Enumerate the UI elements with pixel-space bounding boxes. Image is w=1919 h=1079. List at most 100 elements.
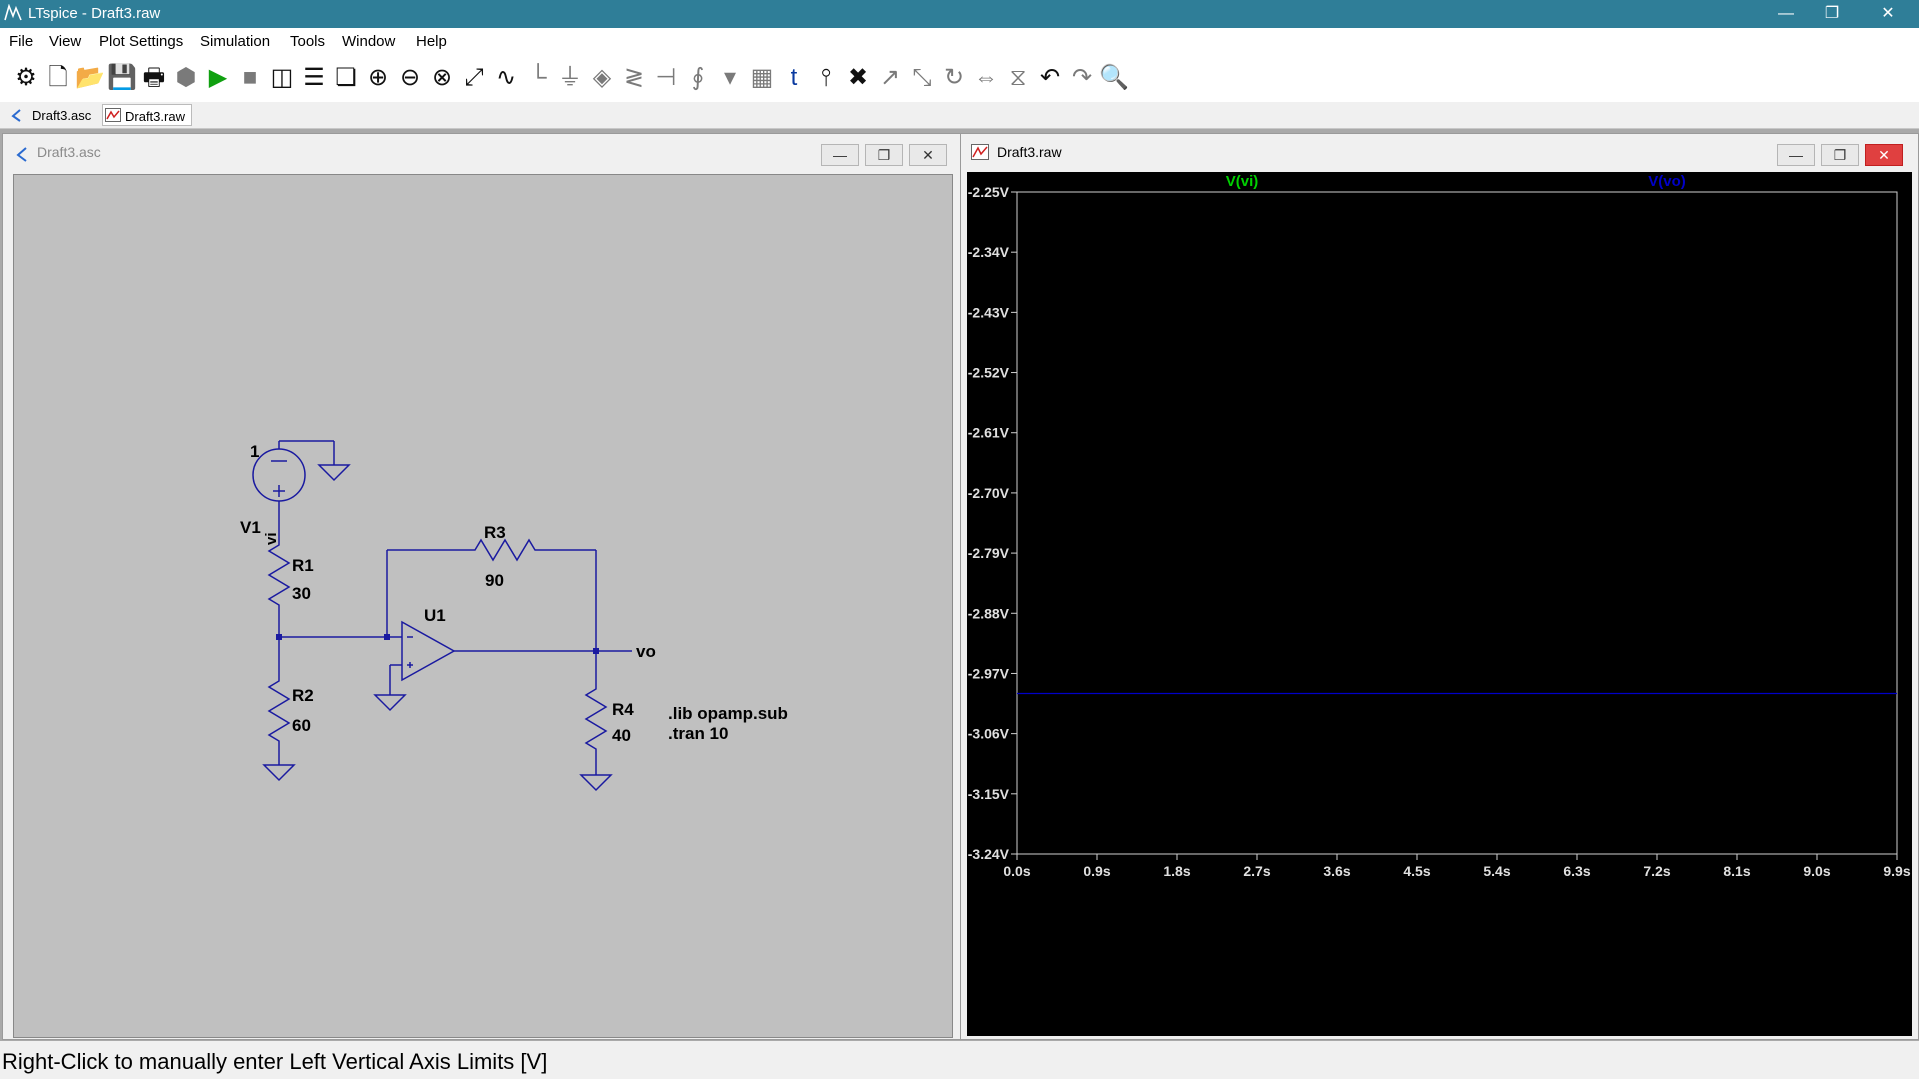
zoom-fit-icon[interactable]: ⊗: [431, 64, 453, 91]
r1-name-label: R1: [292, 556, 314, 575]
autorange-icon[interactable]: ⤢: [464, 64, 484, 91]
x-tick-label: 9.0s: [1803, 863, 1830, 879]
capacitor-icon[interactable]: ⊣: [655, 64, 677, 91]
zoom-out-icon[interactable]: ⊖: [399, 64, 421, 91]
child-restore-button[interactable]: ❐: [1821, 144, 1859, 166]
save-icon[interactable]: 💾: [107, 64, 137, 91]
mirror-icon[interactable]: ⇔: [974, 64, 998, 91]
child-minimize-button[interactable]: —: [1777, 144, 1815, 166]
waveform-icon[interactable]: ∿: [495, 64, 517, 91]
new-schematic-icon[interactable]: 🗋: [48, 64, 68, 91]
schematic-canvas[interactable]: 1 V1 vi R1 30 R2 60 R3 90 R4 40 U1 vo .l…: [13, 174, 953, 1038]
waveform-plot[interactable]: -2.25V-2.34V-2.43V-2.52V-2.61V-2.70V-2.7…: [967, 172, 1912, 1036]
r3-value-label: 90: [485, 571, 504, 590]
print-icon[interactable]: 🖶: [142, 64, 166, 91]
menu-file[interactable]: File: [9, 33, 34, 50]
waveform-window-title: Draft3.raw: [997, 144, 1062, 160]
wire-icon[interactable]: └: [529, 64, 547, 91]
menu-window[interactable]: Window: [342, 33, 396, 50]
flip-icon[interactable]: ⧖: [1009, 64, 1027, 91]
tile-vertical-icon[interactable]: ◫: [270, 64, 294, 91]
u1-name-label: U1: [424, 606, 446, 625]
resistor-r4-symbol: [584, 683, 608, 761]
rotate-icon[interactable]: ↻: [943, 64, 965, 91]
tab-label: Draft3.raw: [125, 109, 185, 124]
menu-bar: File View Plot Settings Simulation Tools…: [0, 28, 1919, 54]
r1-value-label: 30: [292, 584, 311, 603]
undo-icon[interactable]: ↶: [1039, 64, 1061, 91]
x-tick-label: 9.9s: [1883, 863, 1910, 879]
diode-icon[interactable]: ▾: [723, 64, 737, 91]
y-tick-label: -3.06V: [968, 726, 1010, 742]
child-close-button[interactable]: ✕: [909, 144, 947, 166]
net-label-vo: vo: [636, 642, 656, 661]
menu-view[interactable]: View: [49, 33, 82, 50]
delete-icon[interactable]: ✖: [847, 64, 869, 91]
child-minimize-button[interactable]: —: [821, 144, 859, 166]
move-icon[interactable]: ↗: [879, 64, 901, 91]
v1-name-label: V1: [240, 518, 261, 537]
resistor-r3-symbol: [469, 538, 541, 562]
opamp-u1-symbol: [401, 620, 456, 682]
ground-icon[interactable]: ⏚: [558, 64, 582, 91]
schematic-drawing: 1 V1 vi R1 30 R2 60 R3 90 R4 40 U1 vo .l…: [240, 440, 788, 792]
x-tick-label: 7.2s: [1643, 863, 1670, 879]
halt-icon[interactable]: ■: [242, 64, 258, 91]
schematic-window: Draft3.asc — ❐ ✕: [2, 133, 962, 1040]
minimize-button[interactable]: —: [1778, 5, 1794, 22]
x-tick-label: 3.6s: [1323, 863, 1350, 879]
run-icon[interactable]: ▶: [208, 64, 228, 91]
menu-plot-settings[interactable]: Plot Settings: [99, 33, 184, 50]
mdi-area: Draft3.asc — ❐ ✕: [0, 129, 1919, 1041]
child-restore-button[interactable]: ❐: [865, 144, 903, 166]
restore-button[interactable]: ❐: [1824, 5, 1840, 22]
spice-directive-tran: .tran 10: [668, 724, 728, 743]
x-tick-label: 5.4s: [1483, 863, 1510, 879]
junction-dot: [276, 634, 282, 640]
child-close-button[interactable]: ✕: [1865, 144, 1903, 166]
schematic-icon: [16, 147, 27, 162]
cascade-icon[interactable]: ❏: [335, 64, 357, 91]
y-tick-label: -2.52V: [968, 365, 1010, 381]
inductor-icon[interactable]: ∮: [691, 64, 705, 91]
label-icon[interactable]: ◈: [592, 64, 612, 91]
tab-draft3-raw[interactable]: Draft3.raw: [102, 104, 192, 126]
component-icon[interactable]: ▦: [750, 64, 774, 91]
document-tabs: Draft3.asc Draft3.raw: [0, 102, 1919, 129]
drag-icon[interactable]: ⤡: [912, 64, 932, 91]
text-icon[interactable]: t: [790, 64, 798, 91]
y-tick-label: -2.34V: [968, 244, 1010, 260]
legend-v-vi-: V(vi): [1226, 173, 1259, 190]
toolbar: ⚙ 🗋 📂💾🖶 ⬢ ▶ ■ ◫ ☰ ❏ ⊕ ⊖ ⊗ ⤢ ∿ └ ⏚ ◈ ≷ ⊣ ∮ ▾ ▦ t ⫯ ✖ ↗ ⤡ ↻ ⇔ ⧖ ↶ ↷🔍: [0, 54, 1919, 103]
x-tick-label: 1.8s: [1163, 863, 1190, 879]
x-tick-label: 8.1s: [1723, 863, 1750, 879]
zoom-in-icon[interactable]: ⊕: [367, 64, 389, 91]
spice-directive-icon[interactable]: ⫯: [820, 64, 832, 91]
tile-horizontal-icon[interactable]: ☰: [303, 64, 325, 91]
close-button[interactable]: ✕: [1881, 5, 1895, 22]
junction-dot: [384, 634, 390, 640]
status-text: Right-Click to manually enter Left Verti…: [2, 1049, 548, 1074]
waveform-window: Draft3.raw — ❐ ✕ -2.25V-2.34V-2.43V-2.52…: [960, 133, 1919, 1040]
schematic-window-title: Draft3.asc: [37, 144, 101, 160]
redo-icon[interactable]: ↷: [1071, 64, 1093, 91]
find-icon[interactable]: 🔍: [1099, 64, 1129, 91]
resistor-icon[interactable]: ≷: [623, 64, 645, 91]
r2-name-label: R2: [292, 686, 314, 705]
x-tick-label: 0.0s: [1003, 863, 1030, 879]
ground-symbol: [373, 694, 407, 712]
settings-icon[interactable]: ⚙: [15, 64, 37, 91]
menu-simulation[interactable]: Simulation: [200, 33, 271, 50]
menu-help[interactable]: Help: [416, 33, 447, 50]
ground-symbol: [262, 764, 296, 782]
waveform-chart: -2.25V-2.34V-2.43V-2.52V-2.61V-2.70V-2.7…: [968, 173, 1911, 879]
stop-icon[interactable]: ⬢: [175, 64, 197, 91]
r4-value-label: 40: [612, 726, 631, 745]
open-icon[interactable]: 📂: [75, 64, 105, 91]
net-label-vi: vi: [263, 532, 280, 545]
menu-tools[interactable]: Tools: [290, 33, 326, 50]
tab-draft3-asc[interactable]: Draft3.asc: [8, 104, 98, 126]
ground-symbol: [579, 774, 613, 792]
r2-value-label: 60: [292, 716, 311, 735]
y-tick-label: -2.43V: [968, 304, 1010, 320]
